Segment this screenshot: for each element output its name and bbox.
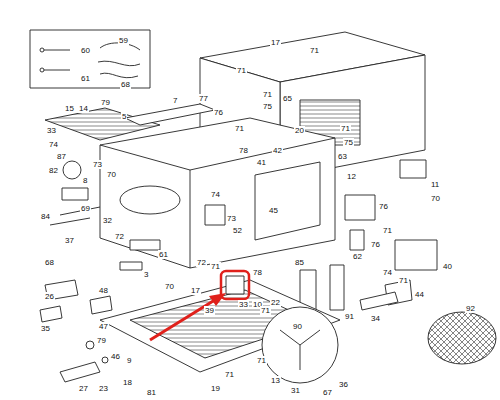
callout-number: 37 (64, 236, 75, 245)
callout-number: 15 (64, 104, 75, 113)
callout-number: 12 (346, 172, 357, 181)
callout-number: 62 (352, 252, 363, 261)
callout-number: 71 (234, 124, 245, 133)
callout-number: 36 (338, 380, 349, 389)
callout-number: 33 (46, 126, 57, 135)
callout-number: 71 (210, 262, 221, 271)
callout-number: 68 (44, 258, 55, 267)
callout-number: 60 (80, 46, 91, 55)
callout-number: 32 (102, 216, 113, 225)
callout-number: 74 (48, 140, 59, 149)
callout-number: 70 (164, 282, 175, 291)
callout-number: 63 (337, 152, 348, 161)
callout-number: 35 (40, 324, 51, 333)
callout-number: 34 (370, 314, 381, 323)
callout-number: 82 (48, 166, 59, 175)
callout-number: 71 (236, 66, 247, 75)
callout-number: 71 (262, 90, 273, 99)
callout-number: 87 (56, 152, 67, 161)
callout-number: 71 (309, 46, 320, 55)
red-arrowhead (209, 293, 226, 306)
callout-number: 17 (190, 286, 201, 295)
callout-number: 71 (382, 226, 393, 235)
callout-number: 71 (256, 356, 267, 365)
rack (428, 312, 496, 364)
callout-number: 73 (92, 160, 103, 169)
callout-number: 26 (44, 292, 55, 301)
callout-number: 11 (430, 180, 440, 189)
callout-number: 70 (106, 170, 117, 179)
callout-number: 92 (465, 304, 476, 313)
callout-number: 52 (232, 226, 243, 235)
callout-number: 19 (210, 384, 221, 393)
callout-number: 17 (270, 38, 281, 47)
callout-number: 39 (204, 306, 215, 315)
callout-number: 3 (143, 270, 149, 279)
callout-number: 18 (122, 378, 133, 387)
callout-number: 71 (260, 306, 271, 315)
transformer (395, 240, 437, 270)
callout-number: 5 (121, 112, 127, 121)
callout-number: 27 (78, 384, 89, 393)
callout-number: 77 (198, 94, 209, 103)
callout-number: 31 (290, 386, 301, 395)
callout-number: 76 (213, 108, 224, 117)
callout-number: 47 (98, 322, 109, 331)
callout-number: 8 (82, 176, 88, 185)
callout-number: 44 (414, 290, 425, 299)
callout-number: 7 (172, 96, 178, 105)
callout-number: 72 (196, 258, 207, 267)
callout-number: 73 (226, 214, 237, 223)
callout-number: 22 (270, 298, 281, 307)
highlight-box (221, 271, 249, 299)
callout-number: 67 (322, 388, 333, 397)
callout-number: 76 (370, 240, 381, 249)
callout-number: 84 (40, 212, 51, 221)
callout-number: 23 (98, 384, 109, 393)
callout-number: 91 (344, 312, 355, 321)
inset-frame (30, 30, 150, 88)
callout-number: 61 (158, 250, 169, 259)
callout-number: 85 (294, 258, 305, 267)
callout-number: 42 (272, 146, 283, 155)
callout-number: 70 (430, 194, 441, 203)
callout-number: 61 (80, 74, 91, 83)
callout-number: 71 (224, 370, 235, 379)
callout-number: 90 (292, 322, 303, 331)
callout-number: 33 (238, 300, 249, 309)
callout-number: 74 (210, 190, 221, 199)
callout-number: 59 (118, 36, 129, 45)
callout-number: 74 (382, 268, 393, 277)
callout-number: 81 (146, 388, 157, 397)
callout-number: 75 (262, 102, 273, 111)
turntable-ring (262, 307, 338, 383)
callout-number: 65 (282, 94, 293, 103)
cavity-frame (100, 118, 335, 268)
callout-number: 40 (442, 262, 453, 271)
callout-number: 13 (270, 376, 281, 385)
callout-number: 71 (398, 276, 409, 285)
callout-number: 20 (294, 126, 305, 135)
callout-number: 79 (100, 98, 111, 107)
callout-number: 78 (252, 268, 263, 277)
callout-number: 48 (98, 286, 109, 295)
callout-number: 45 (268, 206, 279, 215)
callout-number: 68 (120, 80, 131, 89)
callout-number: 78 (238, 146, 249, 155)
callout-number: 41 (256, 158, 267, 167)
callout-number: 9 (126, 356, 132, 365)
callout-number: 69 (80, 204, 91, 213)
callout-number: 72 (114, 232, 125, 241)
callout-number: 46 (110, 352, 121, 361)
callout-number: 71 (340, 124, 351, 133)
callout-number: 79 (96, 336, 107, 345)
callout-number: 14 (78, 104, 89, 113)
callout-number: 75 (343, 138, 354, 147)
red-arrow (150, 298, 218, 340)
callout-number: 76 (378, 202, 389, 211)
